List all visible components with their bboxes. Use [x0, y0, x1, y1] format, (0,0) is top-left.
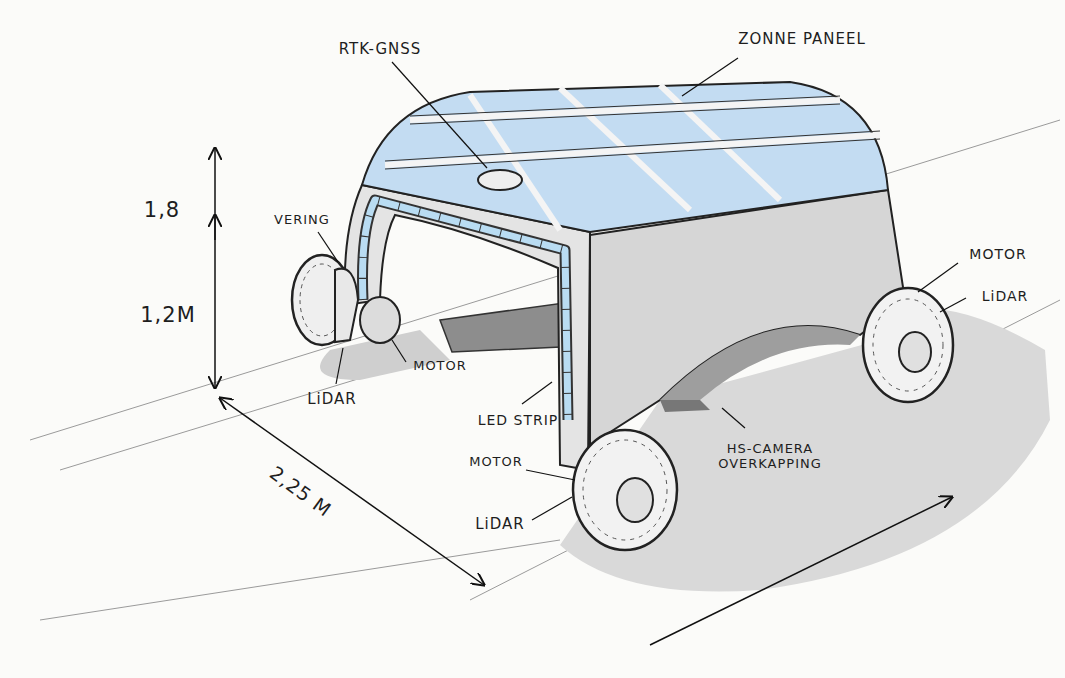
part-label: RTK-GNSS: [339, 41, 422, 58]
part-label: ZONNE PANEEL: [738, 31, 866, 48]
leader-lines: [526, 470, 575, 480]
wheels: [863, 288, 953, 402]
wheels: [873, 299, 943, 391]
dimension-arrows: [215, 148, 952, 645]
leader-lines: [392, 340, 406, 362]
leader-lines: [318, 232, 338, 262]
solar-roof: [385, 139, 880, 169]
solar-roof: [470, 95, 560, 230]
solar-roof: [385, 135, 880, 165]
front-arch: [345, 185, 590, 470]
part-label: MOTOR: [413, 359, 467, 374]
leader-lines: [392, 62, 487, 168]
leader-lines: [682, 58, 738, 96]
wheels: [583, 440, 667, 540]
leader-lines: [918, 263, 958, 292]
part-label: LiDAR: [475, 516, 525, 533]
solar-roof: [478, 170, 522, 190]
wheels: [360, 297, 400, 343]
wheels: [899, 332, 931, 372]
front-arch: [345, 185, 590, 470]
wheels: [335, 269, 358, 342]
body-side: [590, 190, 905, 445]
wheels: [573, 430, 677, 550]
dimension-arrows: [214, 240, 216, 388]
dimension-label: 1,2M: [140, 303, 196, 327]
leader-lines: [940, 298, 966, 312]
leader-lines: [522, 382, 552, 404]
dimension-arrows: [220, 398, 484, 585]
body-side: [660, 400, 710, 412]
part-label: HS-CAMERA OVERKAPPING: [715, 442, 825, 472]
solar-roof: [362, 82, 888, 232]
solar-roof: [362, 82, 888, 232]
body-side: [660, 326, 860, 400]
wheels: [617, 478, 653, 522]
dimension-label: 1,8: [144, 198, 180, 222]
body-side: [590, 190, 905, 445]
solar-roof: [385, 131, 880, 161]
solar-roof: [410, 104, 840, 124]
part-label: LiDAR: [982, 288, 1029, 304]
ground-lines: [40, 540, 560, 620]
solar-roof: [385, 96, 880, 169]
part-label: LED STRIP: [478, 412, 559, 428]
dimension-arrows: [214, 215, 216, 240]
solar-roof: [410, 96, 840, 116]
leader-lines: [722, 408, 745, 428]
leader-lines: [318, 58, 966, 520]
leader-lines: [336, 348, 343, 384]
dimension-arrows: [650, 497, 952, 645]
part-label: MOTOR: [969, 246, 1026, 262]
dimension-arrows: [214, 148, 216, 240]
solar-roof: [385, 85, 880, 230]
part-label: MOTOR: [469, 455, 523, 470]
part-label: LiDAR: [307, 391, 357, 408]
part-label: VERING: [274, 213, 330, 228]
wheels: [292, 255, 953, 550]
solar-roof: [660, 85, 780, 200]
leader-lines: [532, 497, 572, 520]
